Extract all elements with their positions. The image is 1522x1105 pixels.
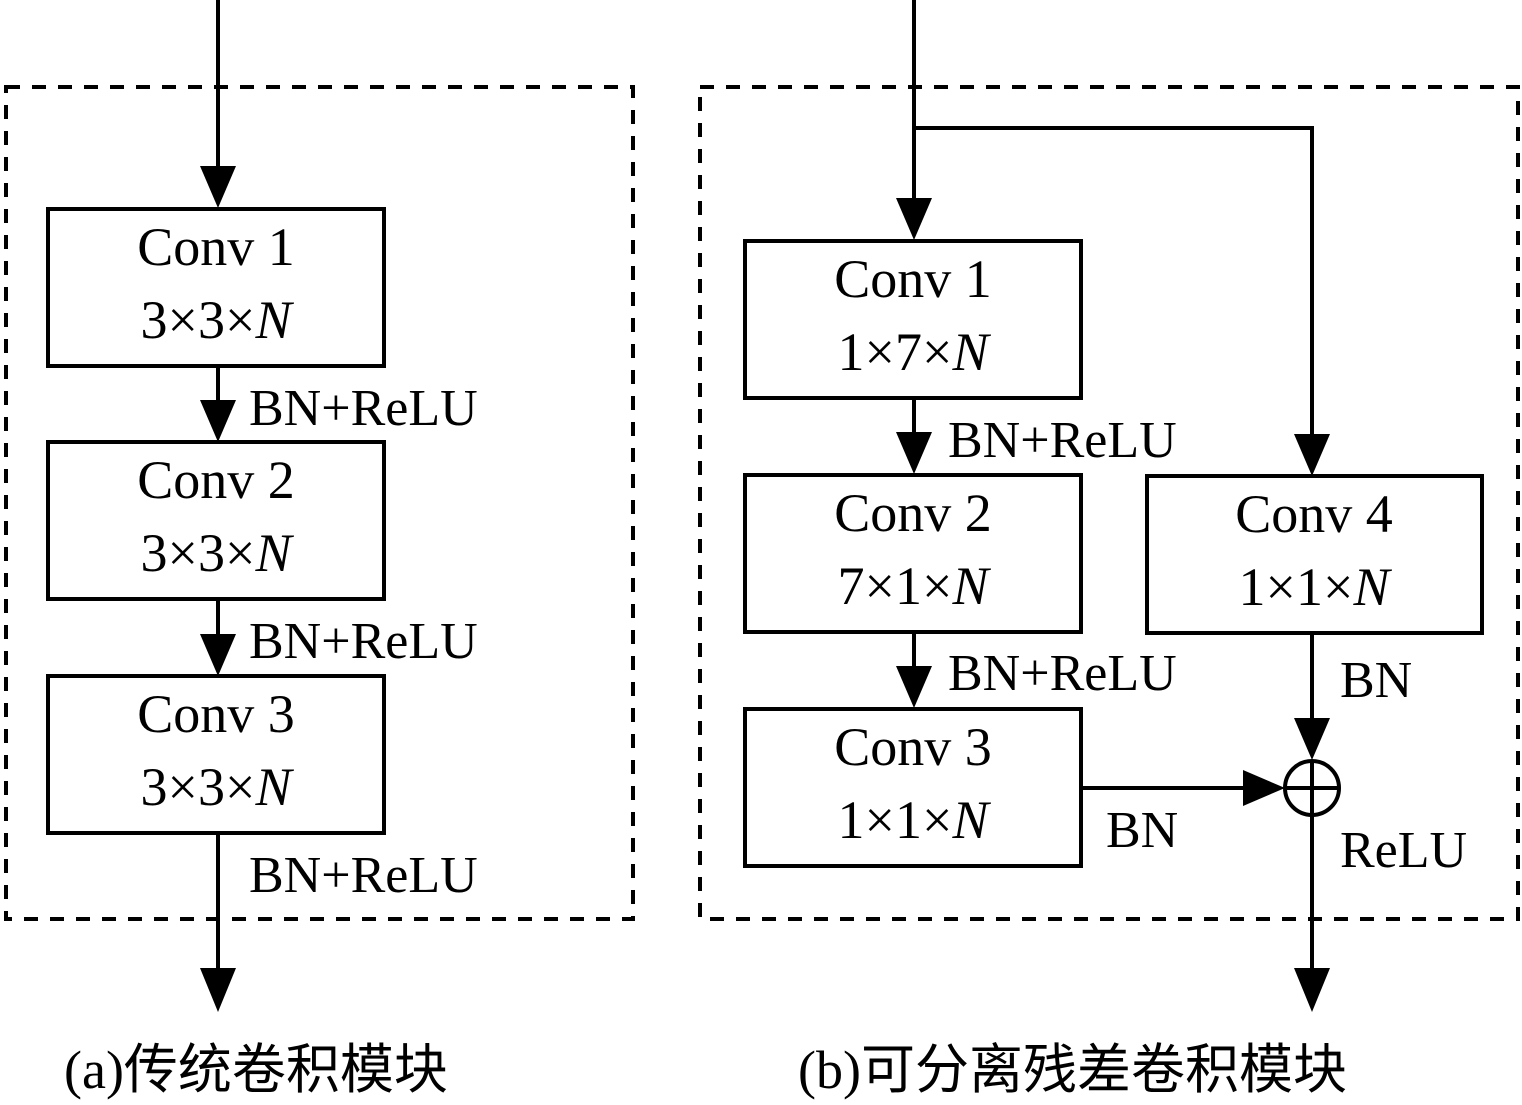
block-title: Conv 4 xyxy=(1235,484,1393,544)
arrow-down-icon xyxy=(200,634,236,676)
arrow-down-icon xyxy=(200,400,236,442)
block-dims: 1×7×N xyxy=(838,322,992,382)
panel-b-relu-label: ReLU xyxy=(1340,822,1467,879)
panel-b-conv3-block: Conv 3 1×1×N xyxy=(743,707,1083,868)
arrow-down-icon xyxy=(1294,968,1330,1012)
panel-a-edge-label-3: BN+ReLU xyxy=(249,847,478,904)
panel-a: Conv 1 3×3×N BN+ReLU Conv 2 3×3×N BN+ReL… xyxy=(4,0,635,1100)
block-dims: 3×3×N xyxy=(141,523,295,583)
block-dims: 3×3×N xyxy=(141,290,295,350)
panel-a-conv1-block: Conv 1 3×3×N xyxy=(46,207,386,368)
panel-b-conv2-block: Conv 2 7×1×N xyxy=(743,473,1083,634)
panel-b-conv3-bn-label: BN xyxy=(1106,802,1178,859)
panel-a-edge-label-1: BN+ReLU xyxy=(249,380,478,437)
panel-b-caption: (b)可分离残差卷积模块 xyxy=(798,1040,1347,1100)
arrow-down-icon xyxy=(896,666,932,708)
panel-b-skip-branch xyxy=(914,126,1314,455)
block-title: Conv 3 xyxy=(834,717,992,777)
arrow-down-icon xyxy=(1294,434,1330,476)
arrow-down-icon xyxy=(1294,718,1330,760)
panel-b: Conv 1 1×7×N BN+ReLU Conv 2 7×1×N BN+ReL… xyxy=(698,0,1520,1100)
block-title: Conv 1 xyxy=(137,217,295,277)
panel-a-dashed-frame xyxy=(4,85,635,921)
panel-b-edge-label-2: BN+ReLU xyxy=(948,645,1177,702)
arrow-down-icon xyxy=(896,432,932,474)
panel-a-caption: (a)传统卷积模块 xyxy=(64,1040,448,1100)
panel-b-conv1-block: Conv 1 1×7×N xyxy=(743,239,1083,400)
panel-a-conv2-block: Conv 2 3×3×N xyxy=(46,440,386,601)
panel-b-conv4-bn-label: BN xyxy=(1340,652,1412,709)
arrow-down-icon xyxy=(896,198,932,240)
arrow-down-icon xyxy=(200,166,236,208)
block-title: Conv 2 xyxy=(137,450,295,510)
block-dims: 3×3×N xyxy=(141,757,295,817)
panel-b-dashed-frame xyxy=(698,85,1520,921)
block-title: Conv 3 xyxy=(137,684,295,744)
panel-a-edge-label-2: BN+ReLU xyxy=(249,613,478,670)
panel-a-conv3-block: Conv 3 3×3×N xyxy=(46,674,386,835)
block-title: Conv 1 xyxy=(834,249,992,309)
sum-node-icon xyxy=(1283,759,1341,817)
panel-b-edge-label-1: BN+ReLU xyxy=(948,412,1177,469)
block-dims: 7×1×N xyxy=(838,556,992,616)
block-dims: 1×1×N xyxy=(1239,557,1393,617)
block-dims: 1×1×N xyxy=(838,790,992,850)
arrow-down-icon xyxy=(200,968,236,1012)
block-title: Conv 2 xyxy=(834,483,992,543)
arrow-right-icon xyxy=(1243,770,1285,806)
panel-b-conv4-block: Conv 4 1×1×N xyxy=(1145,474,1484,635)
